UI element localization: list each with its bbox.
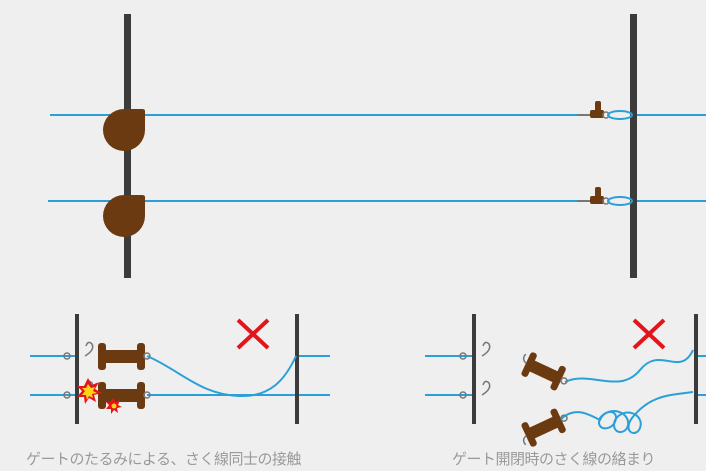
insulator-lower bbox=[103, 195, 145, 237]
gate-handle-upper bbox=[577, 101, 633, 120]
x-mark-icon-2 bbox=[632, 318, 666, 350]
tilted-spool-lower bbox=[521, 408, 568, 447]
sag-left-post bbox=[75, 314, 79, 424]
gate-handle-lower bbox=[577, 187, 633, 206]
spark-small-icon bbox=[106, 398, 122, 414]
tilted-spool-upper bbox=[521, 352, 568, 391]
right-post bbox=[630, 14, 637, 278]
insulator-upper bbox=[103, 109, 145, 151]
gate-spool-lower bbox=[98, 382, 151, 409]
tangle-left-post bbox=[472, 314, 476, 424]
spark-icon bbox=[77, 378, 102, 404]
caption-tangle: ゲート開閉時のさく線の絡まり bbox=[452, 450, 656, 468]
caption-sag-contact: ゲートのたるみによる、さく線同士の接触 bbox=[26, 450, 302, 468]
sag-right-post bbox=[295, 314, 299, 424]
x-mark-icon bbox=[236, 318, 270, 350]
tangle-diagram bbox=[425, 314, 706, 447]
gate-spool-upper bbox=[98, 343, 151, 370]
tangle-right-post bbox=[694, 314, 698, 424]
tangled-wire-lower bbox=[559, 391, 694, 434]
sag-contact-diagram bbox=[30, 314, 330, 424]
sagging-wire bbox=[146, 355, 297, 398]
gate-diagram-top bbox=[48, 14, 706, 278]
tangled-wire-upper bbox=[564, 349, 694, 383]
